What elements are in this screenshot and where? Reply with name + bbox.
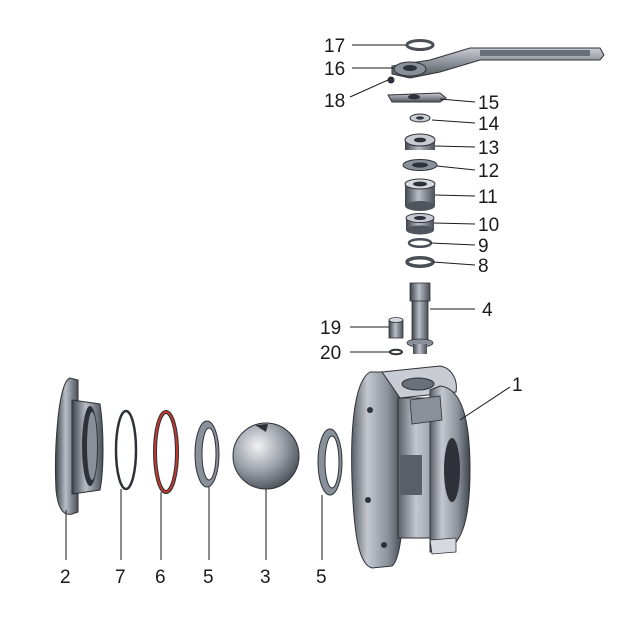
part-4-stem	[406, 282, 434, 354]
callout-14: 14	[478, 114, 500, 135]
callout-17: 17	[324, 36, 345, 57]
part-5-seat-left	[194, 420, 220, 488]
callout-5-left: 5	[203, 567, 214, 588]
part-9-o-ring	[407, 237, 433, 249]
callout-19: 19	[320, 318, 341, 339]
part-18-set-screw	[387, 76, 395, 84]
part-3-ball	[232, 422, 300, 490]
callout-10: 10	[478, 215, 499, 236]
callout-15: 15	[478, 93, 499, 114]
part-15-stop-plate	[387, 92, 447, 103]
part-13-nut	[404, 133, 436, 150]
callout-1: 1	[512, 375, 523, 396]
part-10-packing	[405, 213, 435, 235]
part-7-o-ring	[114, 409, 138, 491]
callout-5-right: 5	[316, 567, 327, 588]
callout-18: 18	[324, 91, 345, 112]
part-16-handle-lever	[391, 47, 605, 79]
part-12-belleville-washer	[402, 159, 438, 171]
part-5-seat-right	[317, 428, 343, 496]
callout-9: 9	[478, 236, 489, 257]
leader-lines	[65, 44, 511, 560]
callout-2: 2	[60, 567, 71, 588]
callout-7: 7	[115, 567, 126, 588]
callout-20: 20	[320, 343, 341, 364]
callout-4: 4	[482, 300, 493, 321]
part-19-bushing	[388, 317, 404, 339]
part-2-end-connector	[55, 377, 104, 515]
part-20-o-ring	[389, 348, 403, 356]
callout-16: 16	[324, 59, 345, 80]
callout-13: 13	[478, 138, 499, 159]
callout-8: 8	[478, 256, 489, 277]
part-1-valve-body	[351, 365, 471, 569]
part-17-washer	[405, 39, 435, 51]
callout-6: 6	[155, 567, 166, 588]
callout-12: 12	[478, 161, 499, 182]
callout-11: 11	[478, 187, 498, 208]
part-8-thrust-washer	[405, 256, 435, 268]
part-14-lock-washer	[409, 113, 431, 123]
part-11-gland	[404, 178, 436, 211]
part-6-gasket	[153, 410, 179, 494]
callout-3: 3	[260, 567, 271, 588]
